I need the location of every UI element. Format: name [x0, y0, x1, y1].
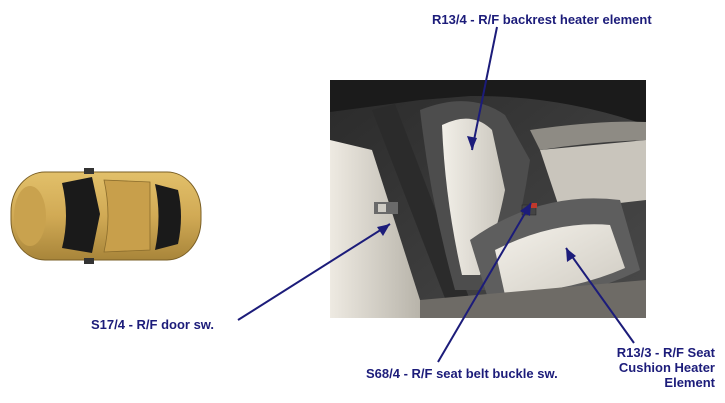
leader-belt-buckle — [437, 202, 532, 363]
callout-door-switch: S17/4 - R/F door sw. — [91, 317, 215, 332]
seat-photo — [330, 80, 646, 318]
leader-backrest — [471, 26, 498, 151]
callout-cushion-heater: R13/3 - R/F Seat Cushion Heater Element — [617, 345, 715, 390]
car-top-view — [10, 168, 202, 264]
callout-cushion-line2: Cushion Heater — [618, 360, 715, 375]
callout-belt-buckle-switch: S68/4 - R/F seat belt buckle sw. — [366, 366, 558, 381]
leader-door-switch — [237, 223, 391, 321]
callout-backrest-heater: R13/4 - R/F backrest heater element — [432, 12, 652, 27]
leader-cushion — [565, 247, 635, 344]
callout-cushion-line1: R13/3 - R/F Seat — [616, 345, 715, 360]
leader-lines — [237, 26, 635, 363]
callout-cushion-line3: Element — [664, 375, 715, 390]
